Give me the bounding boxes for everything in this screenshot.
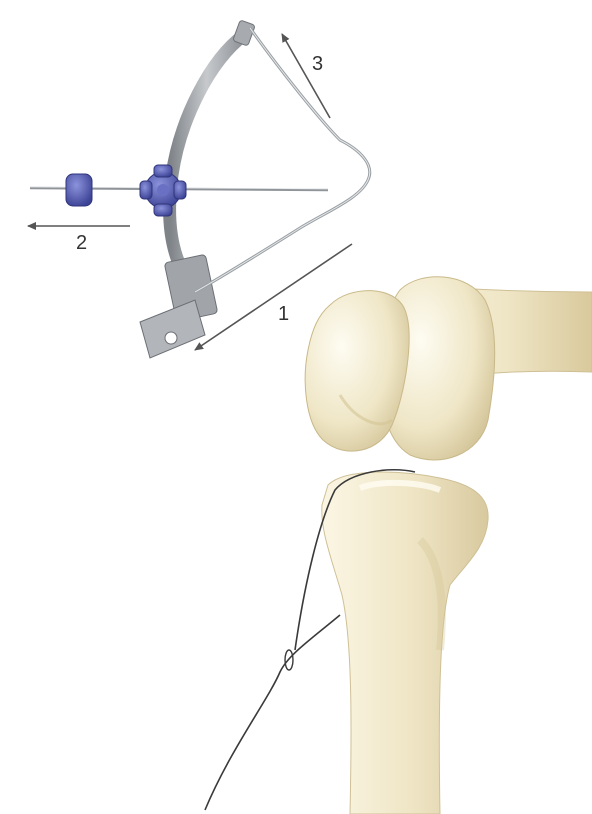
step-label-1: 1 [278,303,289,325]
cap-icon [66,174,92,206]
step-label-3: 3 [312,53,323,75]
step-label-2: 2 [76,232,87,254]
femur [305,277,592,460]
suture-tail [205,615,340,810]
tibia-body [322,472,488,814]
tibia [322,472,488,814]
arrow-step-3 [282,34,330,118]
bracket-hole [165,332,177,344]
blue-locking-knob-icon [140,165,186,216]
instrument-arc [170,35,244,270]
